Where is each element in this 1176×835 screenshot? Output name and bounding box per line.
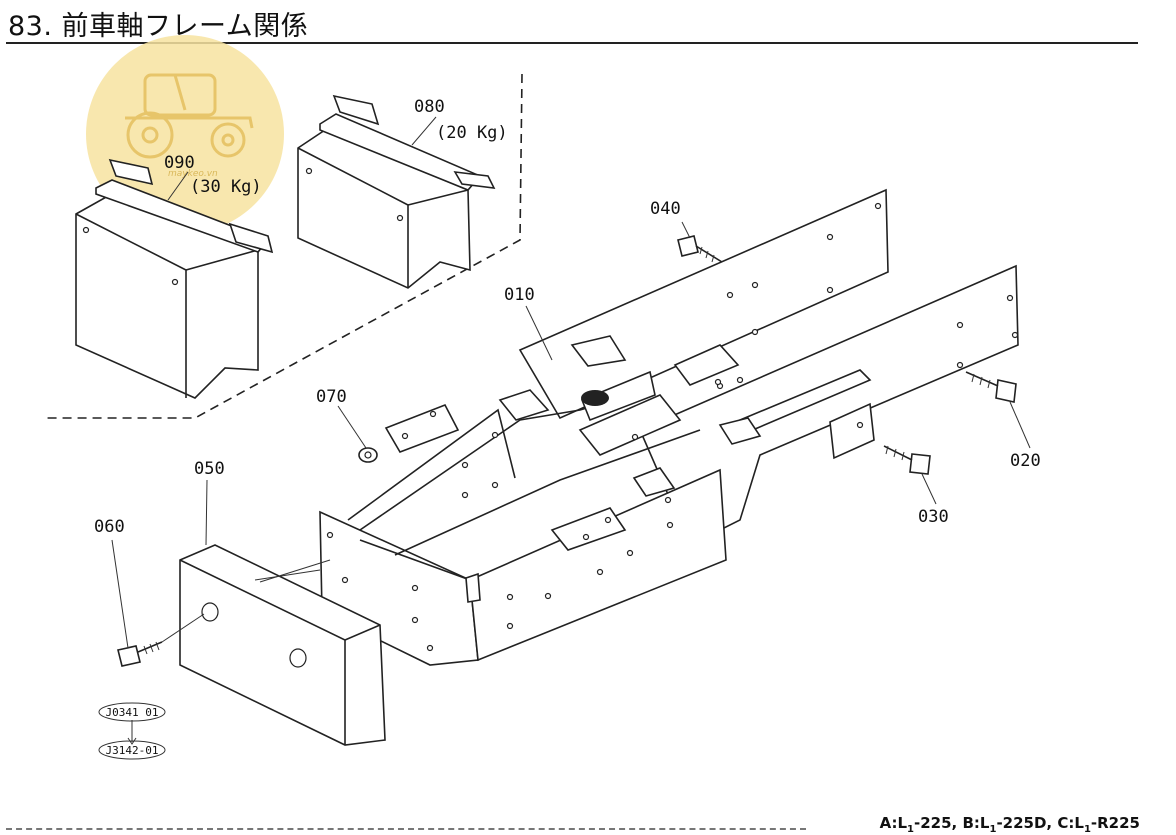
- callout-labels: 080 (20 Kg) 090 (30 Kg) 040 010 020 030 …: [94, 97, 1041, 537]
- reference-1: J0341 01: [106, 706, 159, 719]
- callout-080-weight: (20 Kg): [436, 123, 508, 143]
- model-a: -225,: [913, 814, 958, 832]
- model-c-prefix: C:L: [1057, 814, 1084, 832]
- weight-080: [297, 94, 496, 289]
- model-c-sub: 1: [1083, 824, 1091, 835]
- callout-090-weight: (30 Kg): [190, 177, 262, 197]
- page-title: 83. 前車軸フレーム関係: [8, 11, 309, 42]
- title-rule: [6, 42, 1138, 44]
- model-b-sub: 1: [989, 824, 997, 835]
- callout-050: 050: [194, 459, 225, 479]
- model-c: -R225: [1090, 814, 1140, 832]
- callout-070: 070: [316, 387, 347, 407]
- front-axle-frame-010: [319, 188, 1019, 666]
- optional-weights-boundary: [44, 73, 523, 419]
- bolt-040: [677, 235, 723, 263]
- model-b: -225D,: [996, 814, 1053, 832]
- model-b-prefix: B:L: [962, 814, 990, 832]
- watermark-logo: maykeo.vn: [86, 35, 284, 233]
- footer-rule: [6, 828, 806, 830]
- nut-070: [358, 447, 378, 463]
- weight-090: [75, 158, 274, 399]
- watermark-text: maykeo.vn: [168, 169, 218, 179]
- bolt-020: [965, 371, 1017, 403]
- leader-lines: [111, 116, 1031, 745]
- reference-2: J3142-01: [106, 744, 159, 757]
- callout-030: 030: [918, 507, 949, 527]
- callout-040: 040: [650, 199, 681, 219]
- model-applicability: A:L1-225, B:L1-225D, C:L1-R225: [880, 814, 1140, 835]
- reference-tags: J0341 01 J3142-01: [98, 702, 166, 760]
- callout-090: 090: [164, 153, 195, 173]
- callout-080: 080: [414, 97, 445, 117]
- tractor-icon: [125, 73, 254, 159]
- callout-020: 020: [1010, 451, 1041, 471]
- model-a-sub: 1: [907, 824, 914, 835]
- callout-010: 010: [504, 285, 535, 305]
- bolt-030: [883, 445, 931, 475]
- bolt-060: [117, 613, 205, 667]
- callout-060: 060: [94, 517, 125, 537]
- model-a-prefix: A:L: [879, 814, 908, 832]
- front-weight-050: [179, 544, 386, 746]
